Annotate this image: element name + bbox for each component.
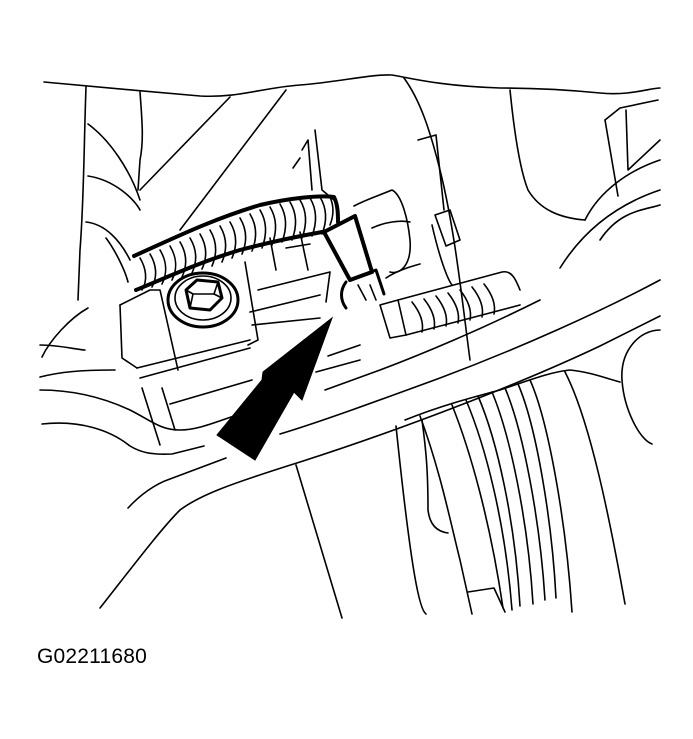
hex-bolt	[166, 271, 240, 329]
upper-outline	[43, 74, 661, 361]
wiring-harness-conduit	[132, 194, 340, 292]
ribbed-pulley	[395, 329, 661, 615]
crossmember-rails	[39, 279, 661, 619]
figure-id-caption: G02211680	[37, 645, 148, 668]
secondary-bolt	[379, 209, 521, 339]
pointer-arrow	[216, 316, 334, 461]
technical-illustration	[39, 74, 661, 619]
mounting-bracket	[39, 231, 331, 446]
electrical-connector	[322, 189, 421, 310]
component-diagram-svg	[39, 74, 661, 619]
